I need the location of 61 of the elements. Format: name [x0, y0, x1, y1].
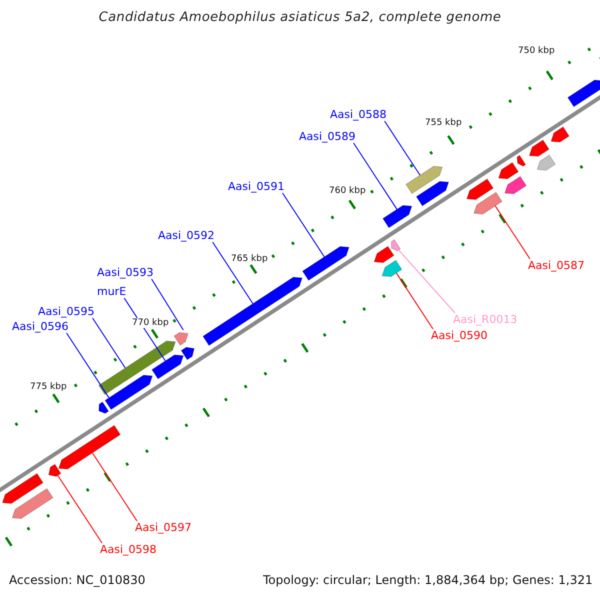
- leader-line: [494, 205, 530, 260]
- tick-label: 760 kbp: [328, 186, 367, 196]
- gene-segment: [516, 154, 526, 167]
- gene-label: Aasi_0598: [100, 543, 157, 556]
- gene-segment: [58, 424, 121, 470]
- leader-line: [212, 242, 254, 304]
- gene-segment: [202, 276, 303, 346]
- leader-line: [92, 452, 138, 522]
- gene-segment: [473, 192, 502, 214]
- gene-label: Aasi_0591: [228, 180, 285, 193]
- gene-segment: [528, 140, 550, 157]
- gene-segment: [466, 178, 494, 200]
- gene-label: Aasi_0595: [38, 305, 95, 318]
- leader-line: [151, 278, 184, 330]
- gene-segment: [382, 260, 402, 277]
- gene-label: Aasi_0597: [135, 521, 192, 534]
- gene-segment: [391, 239, 401, 252]
- gene-segment: [98, 402, 109, 414]
- leader-line: [398, 250, 456, 314]
- gene-label: murE: [97, 285, 126, 298]
- gene-label: Aasi_0593: [97, 266, 154, 279]
- gene-segment: [382, 205, 412, 228]
- tick-label: 750 kbp: [517, 46, 556, 56]
- gene-segment: [152, 354, 184, 380]
- leader-line: [353, 142, 398, 210]
- gene-segment: [104, 374, 153, 410]
- gene-segment: [567, 80, 600, 108]
- accession-text: Accession: NC_010830: [9, 573, 146, 587]
- gene-segment: [48, 464, 62, 477]
- tick-label: 775 kbp: [29, 382, 68, 392]
- gene-label: Aasi_0589: [299, 130, 356, 143]
- gene-label: Aasi_0592: [158, 229, 215, 242]
- gene-label: Aasi_0590: [431, 329, 488, 342]
- gene-segment: [98, 340, 176, 395]
- gene-segment: [174, 332, 188, 346]
- gene-segment: [302, 246, 350, 281]
- gene-segment: [405, 166, 443, 194]
- leader-line: [66, 332, 110, 398]
- leader-line: [57, 474, 102, 544]
- gene-segment: [498, 162, 519, 180]
- gene-segment: [374, 246, 394, 263]
- leader-line: [92, 318, 126, 368]
- tick-label: 770 kbp: [131, 318, 170, 328]
- gene-segment: [180, 346, 195, 360]
- map-title: Candidatus Amoebophilus asiaticus 5a2, complete genome: [98, 10, 502, 25]
- gene-label: Aasi_R0013: [453, 313, 518, 326]
- tick-label: 765 kbp: [230, 254, 269, 264]
- leader-line: [396, 272, 434, 330]
- gene-segment: [2, 473, 44, 504]
- gene-segment: [504, 176, 527, 194]
- gene-segment: [536, 154, 556, 171]
- leader-line: [282, 192, 325, 258]
- gene-segment: [550, 126, 570, 142]
- gene-segment: [12, 488, 54, 519]
- gene-label: Aasi_0596: [12, 320, 69, 333]
- genome-stats-text: Topology: circular; Length: 1,884,364 bp; Genes: 1,321: [263, 573, 593, 587]
- gene-label: Aasi_0587: [528, 259, 585, 272]
- gene-label: Aasi_0588: [330, 108, 387, 121]
- leader-line: [384, 120, 420, 176]
- tick-label: 755 kbp: [424, 118, 463, 128]
- gene-segment: [416, 181, 450, 206]
